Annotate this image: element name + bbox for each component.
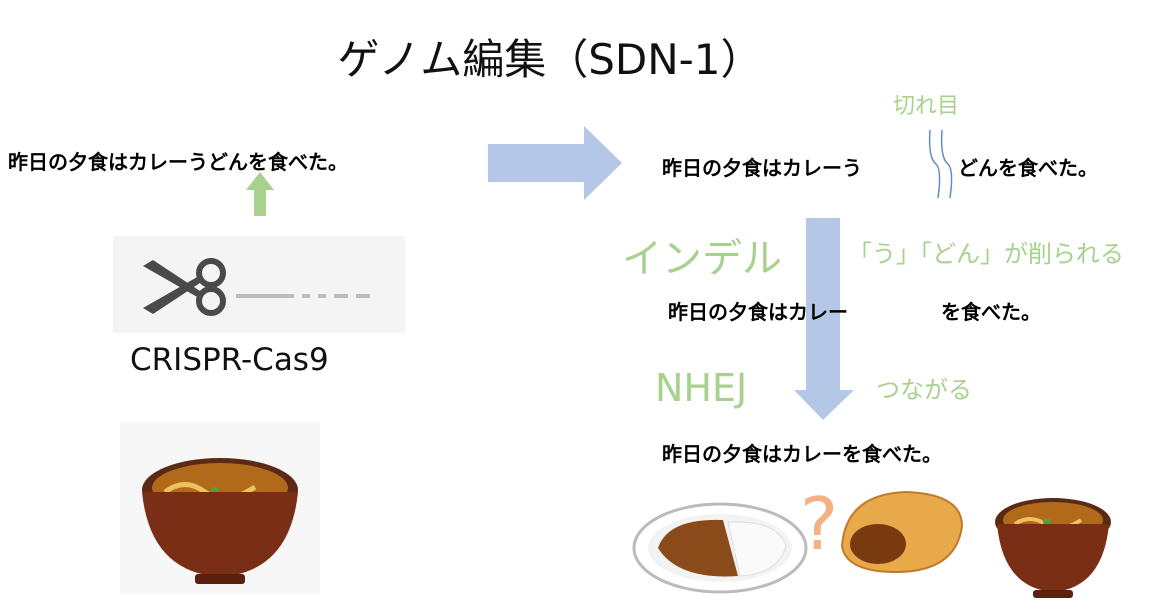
original-sentence: 昨日の夕食はカレーうどんを食べた。 <box>8 150 348 174</box>
indel-note: 「う」「どん」が削られる <box>848 240 1124 268</box>
nhej-note: つながる <box>876 376 972 404</box>
slide-title: ゲノム編集（SDN-1） <box>337 35 763 84</box>
cut-sentence-after: どんを食べた。 <box>958 156 1098 180</box>
cas9-illustration <box>113 236 405 333</box>
nhej-label: NHEJ <box>655 366 748 410</box>
curry-bread-image <box>840 490 964 574</box>
curry-udon-bowl-image <box>120 422 320 594</box>
scissors-icon <box>143 258 373 316</box>
indel-label: インデル <box>622 236 782 282</box>
tool-label: CRISPR-Cas9 <box>130 342 329 378</box>
curry-rice-image <box>632 502 808 594</box>
up-arrow-icon <box>246 172 274 216</box>
indel-sentence-before: 昨日の夕食はカレー <box>668 300 848 324</box>
indel-sentence-after: を食べた。 <box>941 300 1041 324</box>
cut-mark-icon <box>928 129 953 199</box>
right-arrow-icon <box>488 126 622 200</box>
down-arrow-icon <box>794 218 854 420</box>
question-mark: ? <box>800 482 839 566</box>
udon-bowl-image <box>995 498 1111 598</box>
cut-sentence-before: 昨日の夕食はカレーう <box>662 156 862 180</box>
cut-label: 切れ目 <box>893 94 960 119</box>
result-sentence: 昨日の夕食はカレーを食べた。 <box>662 442 942 466</box>
